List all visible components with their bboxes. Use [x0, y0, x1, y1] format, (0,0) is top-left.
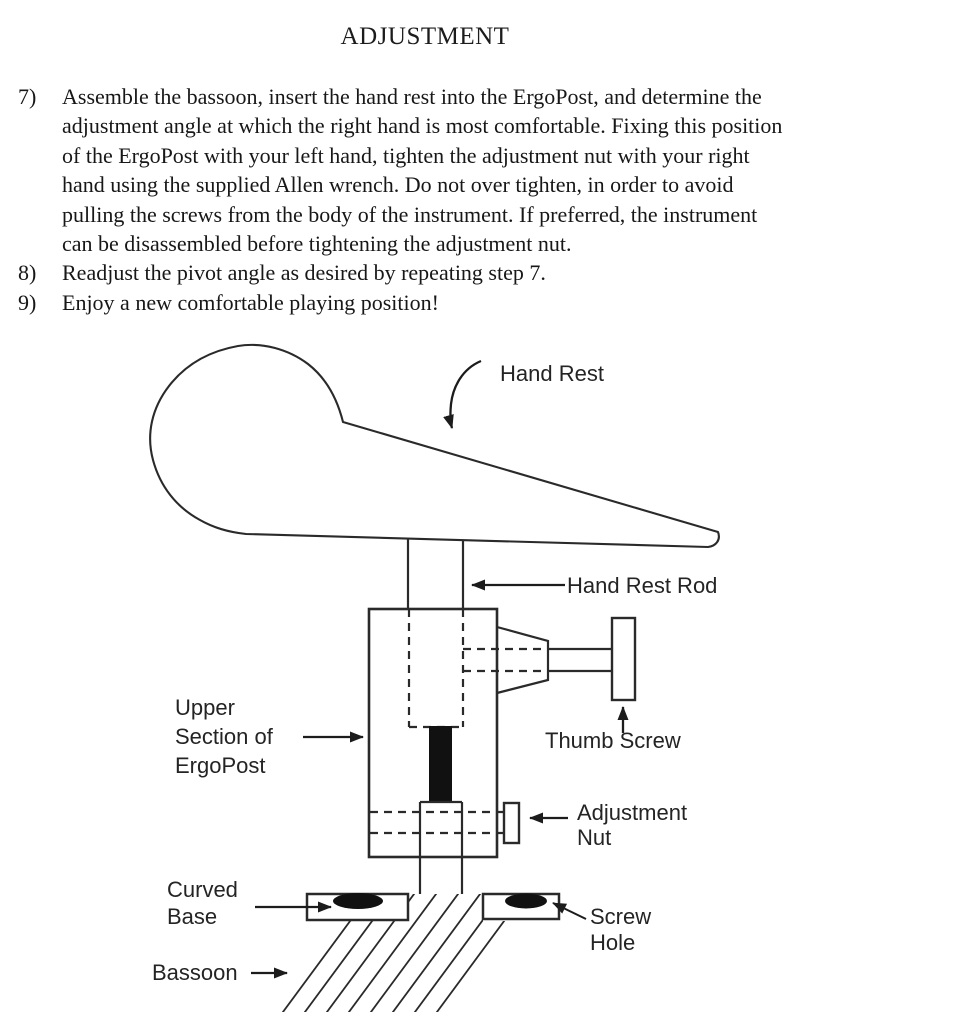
- screw-hole-right: [505, 893, 547, 909]
- instruction-number: 9): [18, 289, 37, 315]
- instruction-text: Enjoy a new comfortable playing position…: [62, 289, 439, 315]
- instruction-item-9: 9) Enjoy a new comfortable playing posit…: [18, 288, 958, 317]
- upper-section-label-line3: ErgoPost: [175, 753, 266, 778]
- instruction-text: Readjust the pivot angle as desired by r…: [62, 260, 546, 286]
- screw-hole-left: [333, 893, 383, 909]
- thumb-screw-label: Thumb Screw: [545, 728, 681, 753]
- rod-pocket-dashed-guides: [407, 609, 465, 729]
- ergopost-body: [367, 607, 499, 859]
- instruction-item-8: 8) Readjust the pivot angle as desired b…: [18, 258, 958, 287]
- hand-rest-arrow: [443, 359, 482, 429]
- adjustment-nut-label-line1: Adjustment: [577, 800, 687, 825]
- curved-base-label-line2: Base: [167, 904, 217, 929]
- thumb-screw: [496, 616, 637, 702]
- instruction-list: 7) Assemble the bassoon, insert the hand…: [18, 82, 958, 317]
- upper-section-label-line1: Upper: [175, 695, 235, 720]
- instruction-number: 7): [18, 84, 37, 109]
- thumb-screw-dashed-guides: [463, 647, 548, 673]
- hand-rest-rod: [406, 538, 465, 609]
- thumb-screw-shaft: [548, 647, 612, 673]
- hand-rest-outline: [149, 343, 720, 549]
- adjustment-nut: [502, 801, 521, 845]
- screw-hole-pointer: [552, 902, 587, 920]
- rod-housing: [418, 800, 464, 894]
- locking-rod: [429, 726, 452, 803]
- screw-hole-label-line2: Hole: [590, 930, 635, 955]
- page-title: ADJUSTMENT: [340, 23, 510, 50]
- instruction-text: Assemble the bassoon, insert the hand re…: [62, 84, 783, 257]
- adjustment-nut-label-line2: Nut: [577, 825, 611, 850]
- nut-dashed-guides: [370, 810, 504, 835]
- upper-section-label-line2: Section of: [175, 724, 274, 749]
- thumb-screw-knob: [610, 616, 637, 702]
- instruction-item-7: 7) Assemble the bassoon, insert the hand…: [18, 82, 958, 258]
- instruction-number: 8): [18, 260, 37, 286]
- bassoon-label: Bassoon: [152, 960, 238, 985]
- hand-rest-label: Hand Rest: [500, 361, 604, 386]
- screw-hole-label-line1: Screw: [590, 904, 651, 929]
- hand-rest-rod-label: Hand Rest Rod: [567, 573, 717, 598]
- thumb-screw-socket: [496, 625, 550, 695]
- curved-base-label-line1: Curved: [167, 877, 238, 902]
